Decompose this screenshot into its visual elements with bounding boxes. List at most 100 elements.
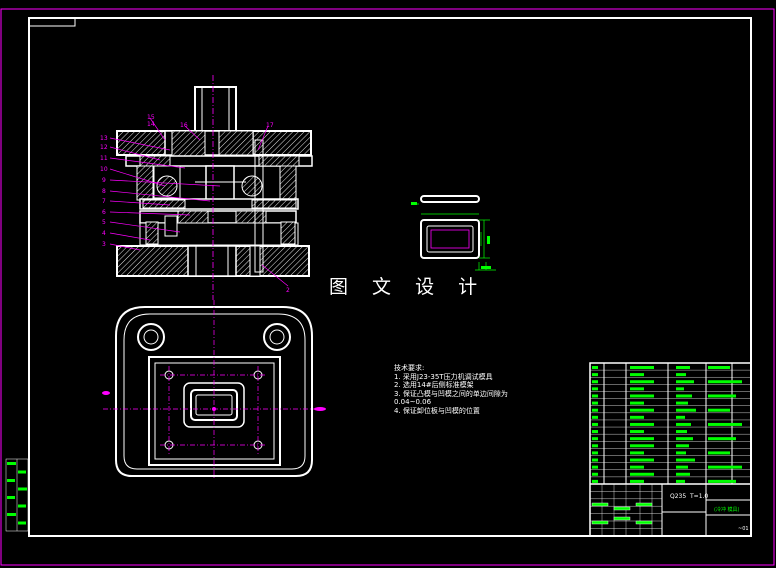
bom-cell-text: [630, 380, 654, 384]
bom-cell-text: [630, 430, 644, 434]
title-block-cell-text: [591, 520, 609, 525]
part-numbers-top: 15 14 16 17 2: [147, 114, 290, 294]
bom-cell-text: [676, 444, 689, 448]
bom-cell-text: [592, 366, 598, 369]
bom-cell-text: [592, 422, 598, 426]
bom-cell-text: [676, 380, 694, 384]
bom-cell-text: [676, 366, 690, 369]
bom-cell-text: [630, 408, 654, 412]
title-block-material: Q235: [670, 493, 687, 500]
bom-cell-text: [676, 387, 684, 391]
tech-requirement-item: 2. 选用14#后侧标准模架: [394, 381, 474, 390]
workpiece-dims: [413, 203, 496, 271]
title-block-cell-text: [613, 516, 631, 521]
title-block-cell-text: [635, 502, 653, 507]
bom-cell-text: [708, 479, 736, 483]
revision-cell-text: [7, 462, 16, 465]
bom-cell-text: [708, 380, 742, 384]
tech-requirement-item: 1. 采用J23-35T压力机调试模具: [394, 372, 493, 381]
bom-cell-text: [708, 394, 736, 398]
bom-cell-text: [708, 465, 742, 469]
part-number: 6: [102, 209, 106, 216]
tech-requirement-item: 4. 保证卸位板与凹模的位置: [394, 406, 480, 415]
bom-cell-text: [708, 437, 736, 441]
revision-table: [5, 458, 29, 532]
bom-cell-text: [630, 451, 644, 455]
revision-cell-text: [18, 470, 26, 474]
bom-cell-text: [676, 394, 692, 398]
tech-requirements-title: 技术要求:: [394, 364, 425, 372]
bom-cell-text: [592, 394, 598, 398]
title-block-scale-note: ~01: [738, 526, 749, 532]
part-number: 8: [102, 188, 106, 195]
bom-cell-text: [630, 387, 644, 391]
bom-cell-text: [676, 451, 686, 455]
bom-cell-text: [676, 415, 685, 419]
bom-cell-text: [592, 465, 598, 469]
bom-cell-text: [630, 472, 654, 476]
part-number: 7: [102, 198, 106, 205]
bom-cell-text: [630, 366, 654, 369]
part-number: 10: [100, 166, 108, 173]
bom-cell-text: [676, 437, 693, 441]
bom-cell-text: [676, 465, 688, 469]
bom-cell-text: [592, 415, 598, 419]
tech-requirement-item: 3. 保证凸模与凹模之间的单边间隙为: [394, 389, 508, 398]
tech-requirements: 技术要求: 1. 采用J23-35T压力机调试模具 2. 选用14#后侧标准模架…: [394, 364, 508, 416]
bom-cell-text: [592, 387, 598, 391]
plan-markers: [102, 391, 326, 411]
bom-cell-text: [630, 479, 644, 483]
revision-cell-text: [7, 513, 16, 516]
bom-cell-text: [676, 430, 687, 434]
tech-requirement-item: 0.04~0.06: [394, 398, 432, 407]
revision-cell-text: [7, 496, 15, 499]
bom-cell-text: [676, 472, 690, 476]
bom-cell-text: [630, 415, 644, 419]
bom-cell-text: [592, 373, 598, 377]
bom-cell-text: [630, 394, 654, 398]
bom-green-text: [592, 366, 742, 483]
bom-cell-text: [592, 437, 598, 441]
bom-cell-text: [630, 458, 654, 462]
bom-cell-text: [592, 408, 598, 412]
bom-cell-text: [708, 422, 742, 426]
part-number: 12: [100, 144, 108, 151]
bom-cell-text: [708, 408, 730, 412]
sheet-border: [0, 8, 775, 566]
part-number: 11: [100, 155, 108, 162]
title-block-thickness: T=1.0: [690, 493, 709, 500]
bom-cell-text: [592, 401, 598, 405]
title-block-cell-text: [613, 506, 631, 511]
frame-tab: [28, 17, 76, 27]
part-number: 2: [286, 287, 290, 294]
bom-cell-text: [708, 451, 730, 455]
bom-cell-text: [630, 422, 654, 426]
watermark-text: 图 文 设 计: [329, 276, 487, 298]
workpiece-views: [420, 195, 480, 259]
part-number: 5: [102, 219, 106, 226]
revision-table-text: [7, 462, 27, 525]
bom-cell-text: [676, 408, 696, 412]
bom-cell-text: [592, 430, 598, 434]
title-block-cell-text: [591, 502, 609, 507]
revision-cell-text: [7, 479, 15, 482]
title-block-cell-text: [635, 520, 653, 525]
part-number: 9: [102, 177, 106, 184]
part-number: 17: [266, 122, 274, 129]
part-numbers-left: 13 12 11 10 9 8 7 6 5 4 3: [100, 135, 108, 248]
plan-center-lines: [103, 300, 325, 480]
bom-cell-text: [676, 422, 691, 426]
bom-cell-text: [592, 444, 598, 448]
bom-cell-text: [676, 373, 686, 377]
bom-cell-text: [630, 465, 644, 469]
revision-cell-text: [18, 487, 27, 491]
part-number: 13: [100, 135, 108, 142]
part-number: 15: [147, 114, 155, 121]
part-number: 16: [180, 122, 188, 129]
bom-cell-text: [630, 401, 644, 405]
bom-cell-text: [630, 437, 654, 441]
part-number: 14: [147, 121, 155, 128]
bom-cell-text: [676, 458, 695, 462]
title-block-grid: [590, 484, 662, 536]
